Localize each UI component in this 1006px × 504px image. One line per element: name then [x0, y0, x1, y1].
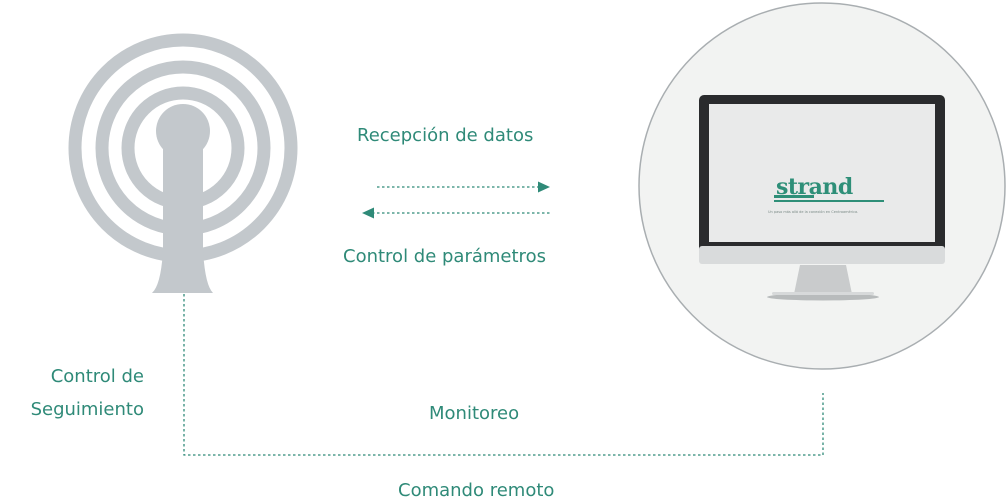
arrow-right-icon — [377, 181, 550, 193]
label-comando-remoto: Comando remoto — [398, 480, 555, 501]
brand-logo: strand — [776, 174, 853, 200]
label-control-parametros: Control de parámetros — [343, 246, 546, 267]
label-control-seguimiento-line2: Seguimiento — [30, 399, 144, 420]
antenna-mast — [152, 104, 213, 293]
brand-tagline: Un paso más allá de la conexión en Centr… — [768, 210, 859, 214]
label-control-seguimiento: Control de Seguimiento — [0, 360, 144, 426]
brand-logo-mark — [774, 195, 884, 202]
label-recepcion-datos: Recepción de datos — [357, 125, 534, 146]
label-control-seguimiento-line1: Control de — [50, 366, 144, 387]
label-monitoreo: Monitoreo — [429, 403, 520, 424]
connector-line — [183, 294, 824, 456]
monitor-icon — [699, 95, 945, 301]
arrow-left-icon — [362, 207, 550, 219]
